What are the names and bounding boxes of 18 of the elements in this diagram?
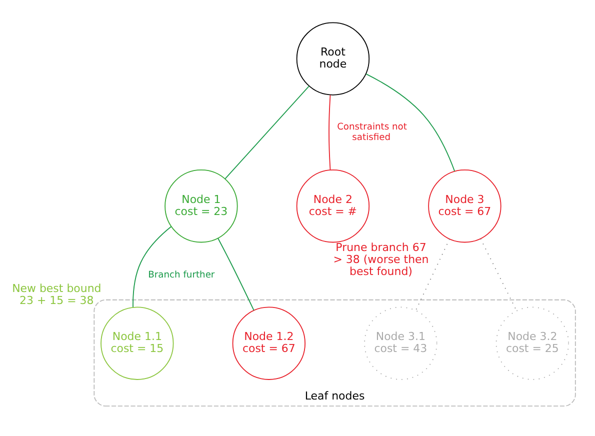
- connector: [224, 86, 310, 180]
- node-circle: Root node: [296, 22, 370, 96]
- edge-label: Branch further: [148, 270, 215, 280]
- connector: [132, 226, 172, 308]
- node-circle: Node 2 cost = #: [296, 170, 370, 243]
- node-circle: Node 3 cost = 67: [428, 170, 502, 243]
- edge-label: Constraints not satisfied: [337, 122, 407, 143]
- node-circle: Node 3.1 cost = 43: [364, 306, 438, 380]
- connector: [366, 73, 456, 172]
- node-circle: Node 1.1 cost = 15: [100, 306, 174, 380]
- node-circle: Node 1 cost = 23: [164, 170, 238, 243]
- node-circle: Node 1.2 cost = 67: [232, 306, 306, 380]
- connector: [480, 238, 517, 312]
- node-label: Prune branch 67 > 38 (worse then best found): [333, 241, 429, 278]
- connector: [328, 94, 331, 170]
- connector: [218, 238, 254, 311]
- connector: [415, 238, 450, 311]
- node-circle: Node 3.2 cost = 25: [496, 306, 569, 380]
